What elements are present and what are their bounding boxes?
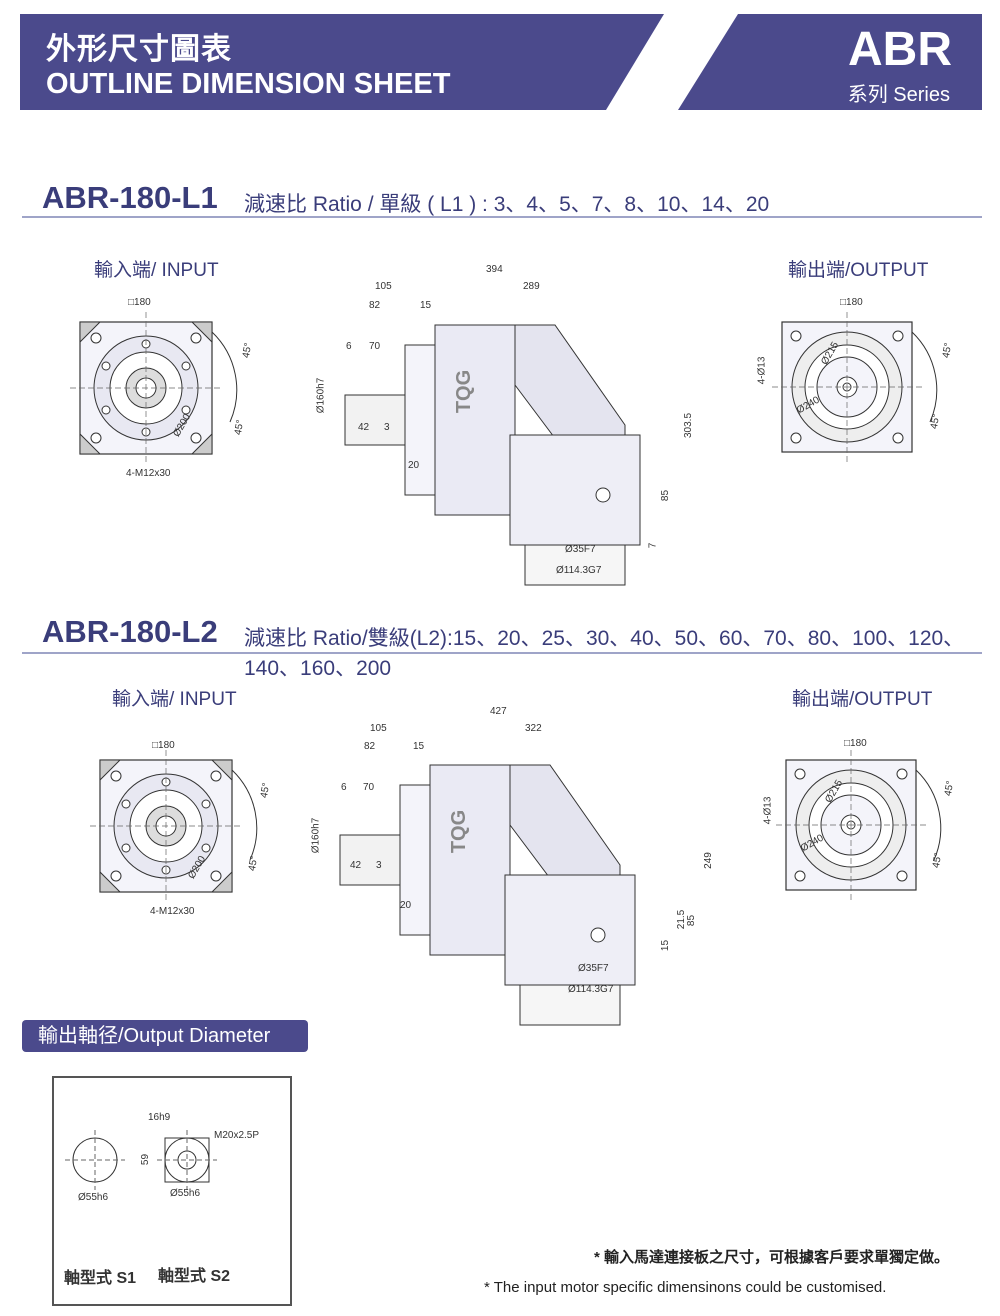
output-diameter-box [52, 1076, 292, 1306]
output-diameter-badge: 輸出軸径/Output Diameter [22, 1020, 308, 1052]
shaft-s1-sketch [65, 1130, 125, 1190]
section2-model: ABR-180-L2 [42, 614, 218, 649]
shaft-s2-sketch [157, 1130, 217, 1190]
section2-input-label: 輸入端/ INPUT [112, 689, 237, 710]
shaft-s2-label: 軸型式 S2 [158, 1268, 231, 1285]
note-en: * The input motor specific dimensinons c… [484, 1279, 887, 1296]
section1-ratio: 減速比 Ratio / 單級 ( L1 ) : 3、4、5、7、8、10、14、… [244, 193, 770, 216]
series-label: 系列 Series [847, 84, 950, 106]
header-title-en: OUTLINE DIMENSION SHEET [46, 68, 451, 100]
header-title-cn: 外形尺寸圖表 [46, 33, 232, 66]
section2-ratio: 減速比 Ratio/雙級(L2):15、20、25、30、40、50、60、70… [244, 627, 965, 680]
header-banner [20, 14, 982, 110]
section1-output-label: 輸出端/OUTPUT [788, 260, 929, 281]
section2-output-label: 輸出端/OUTPUT [792, 689, 933, 710]
section2-rule [22, 652, 982, 654]
section1-input-label: 輸入端/ INPUT [94, 260, 219, 281]
shaft-s1-label: 軸型式 S1 [64, 1270, 137, 1287]
section1-rule [22, 216, 982, 218]
section1-model: ABR-180-L1 [42, 180, 218, 215]
note-cn: * 輸入馬達連接板之尺寸，可根據客戶要求單獨定做。 [594, 1249, 950, 1266]
series-code: ABR [848, 23, 952, 76]
